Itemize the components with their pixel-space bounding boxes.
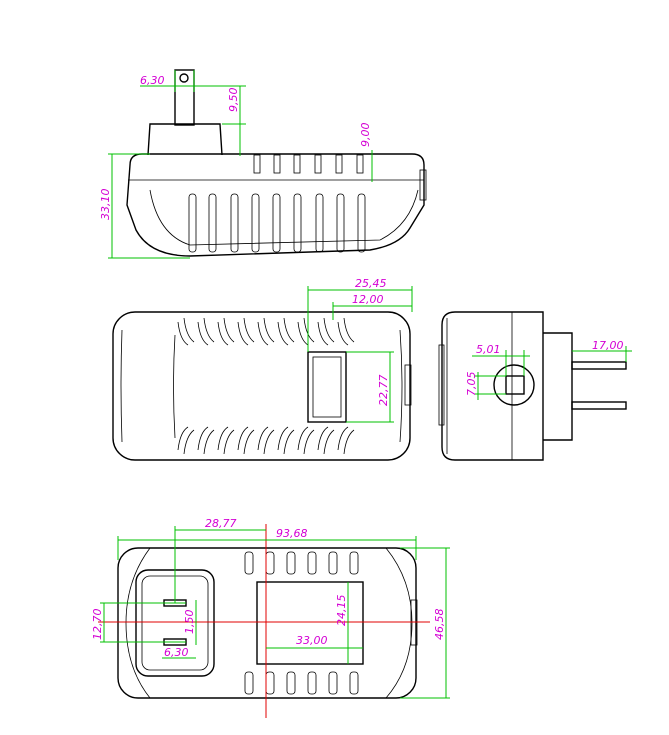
end-body-rib [438, 344, 445, 426]
vent-slot [217, 317, 235, 346]
end-connector-circle [493, 364, 535, 406]
vent-slot [197, 426, 215, 455]
side-plug-base [147, 123, 223, 156]
vent-slot [277, 426, 295, 455]
side-prong-hole [179, 73, 189, 83]
vent-slot [244, 551, 254, 575]
dim-bottom-prong-spacing: 12,70 [91, 609, 104, 641]
end-plug-base [543, 332, 573, 441]
vent-slot [237, 426, 255, 455]
dim-side-body-height: 33,10 [99, 189, 112, 221]
dim-bottom-overall-length: 93,68 [276, 527, 308, 540]
end-body [441, 311, 544, 461]
side-connector [419, 169, 427, 201]
dim-bottom-plug-offset: 28,77 [205, 517, 237, 530]
vent-slot [257, 317, 275, 346]
top-vents-lower [177, 426, 355, 455]
vent-slot [265, 671, 275, 695]
side-body-vents [188, 193, 366, 253]
bottom-vents-upper [244, 551, 359, 575]
side-prong [174, 69, 195, 126]
dim-bottom-pocket-width: 33,00 [296, 634, 328, 647]
side-body [126, 153, 425, 257]
vent-slot [297, 426, 315, 455]
top-right-edge-curve [399, 329, 403, 443]
vent-slot [217, 426, 235, 455]
vent-slot [307, 551, 317, 575]
vent-slot [230, 193, 239, 253]
end-prong-lower [571, 401, 627, 410]
dim-top-label-height: 22,77 [377, 375, 390, 407]
vent-slot [317, 426, 335, 455]
vent-slot [337, 317, 355, 346]
end-connector-hole [505, 375, 525, 395]
vent-slot [328, 551, 338, 575]
vent-slot [265, 551, 275, 575]
top-label-inner [312, 356, 342, 418]
top-body [112, 311, 411, 461]
bottom-vents-lower [244, 671, 359, 695]
top-view: 25,45 12,00 22,77 [112, 277, 413, 461]
vent-slot [273, 154, 281, 174]
end-view: 5,01 7,05 17,00 [438, 311, 632, 461]
vent-slot [244, 671, 254, 695]
vent-slot [357, 193, 366, 253]
dim-top-label-offset: 12,00 [352, 293, 384, 306]
vent-slot [286, 551, 296, 575]
vent-slot [349, 671, 359, 695]
vent-slot [257, 426, 275, 455]
dim-side-prong-width: 6,30 [140, 74, 165, 87]
top-left-edge-curve [120, 329, 123, 443]
dim-end-prong-length: 17,00 [592, 339, 624, 352]
bottom-right-edge-curve [385, 547, 413, 699]
vent-slot [317, 317, 335, 346]
side-body-inner-curve [149, 189, 419, 246]
dim-side-step-height: 9,00 [359, 123, 372, 148]
dim-end-hole-width: 5,01 [476, 343, 501, 356]
vent-slot [297, 317, 315, 346]
vent-slot [197, 317, 215, 346]
bottom-pocket [256, 581, 364, 665]
dim-end-hole-height: 7,05 [465, 372, 478, 397]
vent-slot [188, 193, 197, 253]
dim-bottom-overall-width: 46,58 [433, 609, 446, 641]
vent-slot [293, 154, 301, 174]
vent-slot [349, 551, 359, 575]
dim-side-prong-length: 9,50 [227, 88, 240, 113]
top-inner-curve [173, 334, 176, 439]
dim-top-label-length: 25,45 [355, 277, 387, 290]
vent-slot [356, 154, 364, 174]
side-view: 6,30 9,50 9,00 33,10 [99, 69, 427, 259]
top-label-frame [307, 351, 347, 423]
vent-slot [315, 193, 324, 253]
vent-slot [177, 426, 195, 455]
end-prong-upper [571, 361, 627, 370]
vent-slot [314, 154, 322, 174]
vent-slot [286, 671, 296, 695]
vent-slot [337, 426, 355, 455]
dim-bottom-prong-width: 6,30 [164, 646, 189, 659]
vent-slot [336, 193, 345, 253]
vent-slot [237, 317, 255, 346]
vent-slot [251, 193, 260, 253]
bottom-view: 28,77 93,68 24,15 33,00 12,70 1,50 6,30 … [91, 517, 450, 718]
vent-slot [177, 317, 195, 346]
dim-bottom-prong-gap: 1,50 [183, 610, 196, 635]
bottom-left-edge-curve [125, 547, 151, 699]
vent-slot [277, 317, 295, 346]
top-vents-upper [177, 317, 355, 346]
bottom-body [117, 547, 417, 699]
side-top-vents [253, 154, 364, 174]
top-connector [404, 364, 412, 406]
vent-slot [272, 193, 281, 253]
vent-slot [307, 671, 317, 695]
vent-slot [328, 671, 338, 695]
vent-slot [253, 154, 261, 174]
vent-slot [293, 193, 302, 253]
vent-slot [208, 193, 217, 253]
dim-bottom-pocket-height: 24,15 [335, 595, 348, 627]
vent-slot [335, 154, 343, 174]
